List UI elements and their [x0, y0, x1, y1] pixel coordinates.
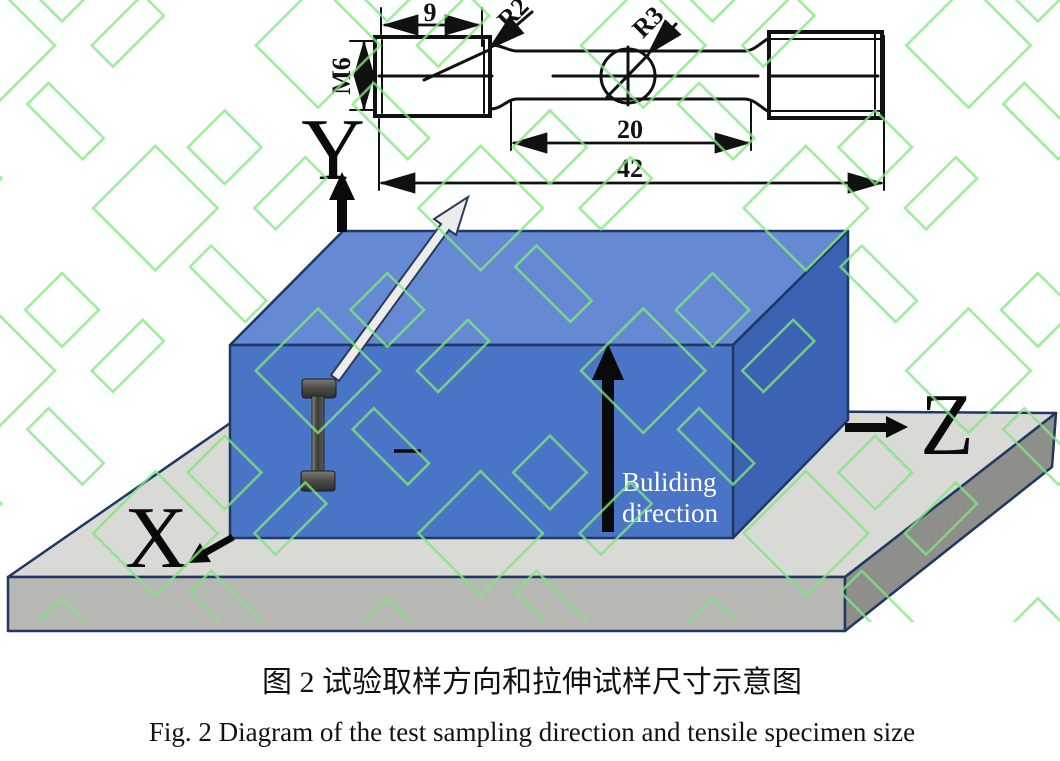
- caption-en: Fig. 2 Diagram of the test sampling dire…: [149, 717, 915, 747]
- watermark-overlay: [0, 0, 1060, 622]
- caption-zh: 图 2 试验取样方向和拉伸试样尺寸示意图: [262, 666, 802, 699]
